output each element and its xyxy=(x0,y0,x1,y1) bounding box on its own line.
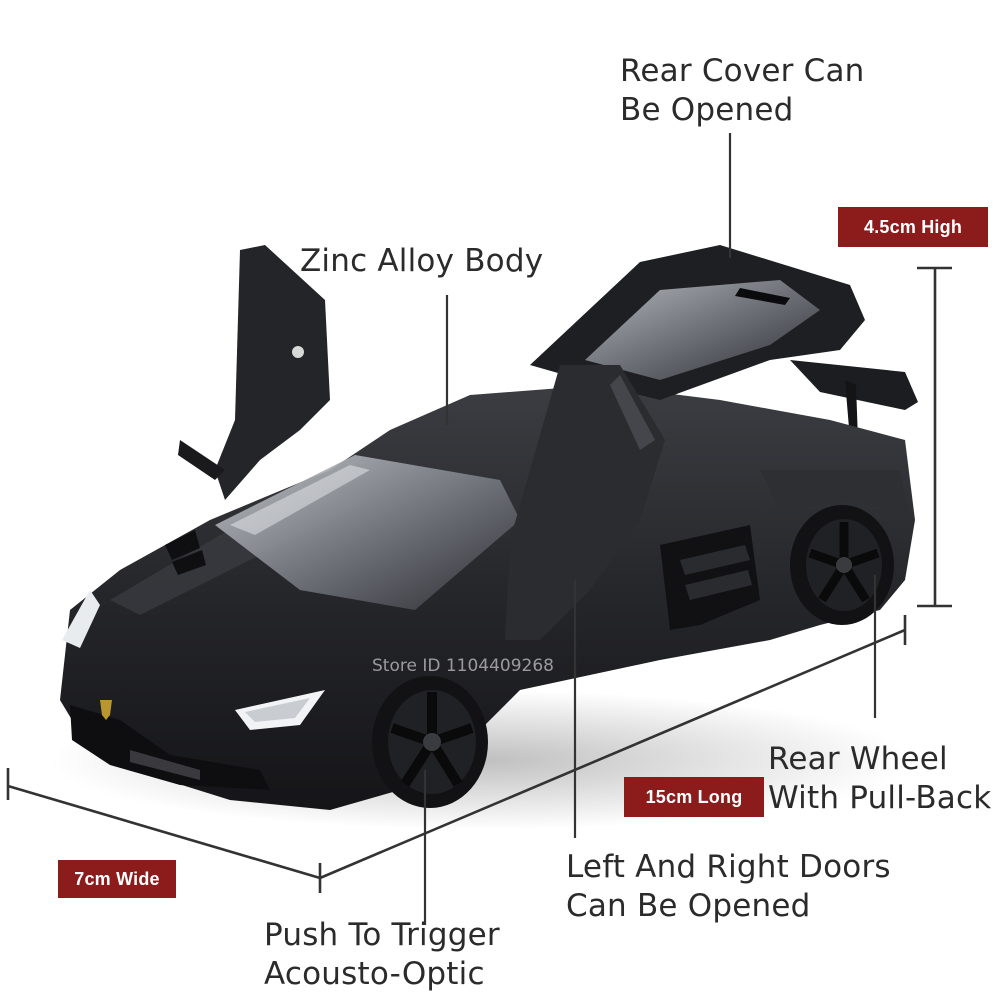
push-trigger-callout-line2: Acousto-Optic xyxy=(264,956,485,992)
dimension-lines xyxy=(6,266,952,893)
zinc-alloy-callout: Zinc Alloy Body xyxy=(300,243,544,279)
rear-cover-callout: Rear Cover Can Be Opened xyxy=(620,52,865,130)
right-door-open xyxy=(505,365,665,640)
width-dimension-line xyxy=(7,784,321,880)
rear-cover-callout-line2: Be Opened xyxy=(620,92,794,128)
push-trigger-callout-line1: Push To Trigger xyxy=(264,917,500,953)
model-car xyxy=(60,245,918,810)
front-grille xyxy=(70,705,270,790)
length-dimension-line xyxy=(319,628,906,880)
doors-callout-line2: Can Be Opened xyxy=(566,888,811,924)
left-door-open xyxy=(215,245,330,500)
height-badge: 4.5cm High xyxy=(838,207,988,247)
store-id-watermark: Store ID 1104409268 xyxy=(372,656,555,676)
rear-wheel-callout: Rear Wheel With Pull-Back xyxy=(768,740,991,818)
rear-cover-callout-line1: Rear Cover Can xyxy=(620,53,865,89)
doors-callout: Left And Right Doors Can Be Opened xyxy=(566,848,891,926)
rear-wheel-callout-line1: Rear Wheel xyxy=(768,741,948,777)
windshield xyxy=(215,455,520,610)
front-wheel xyxy=(372,676,488,808)
rear-wheel xyxy=(790,505,894,625)
push-trigger-callout: Push To Trigger Acousto-Optic xyxy=(264,916,500,994)
length-badge: 15cm Long xyxy=(624,777,764,817)
rear-wheel-callout-line2: With Pull-Back xyxy=(768,780,992,816)
width-badge: 7cm Wide xyxy=(58,860,176,898)
doors-callout-line1: Left And Right Doors xyxy=(566,849,891,885)
leader-lines xyxy=(423,133,877,925)
left-headlight xyxy=(62,590,100,648)
brand-emblem xyxy=(100,700,112,720)
